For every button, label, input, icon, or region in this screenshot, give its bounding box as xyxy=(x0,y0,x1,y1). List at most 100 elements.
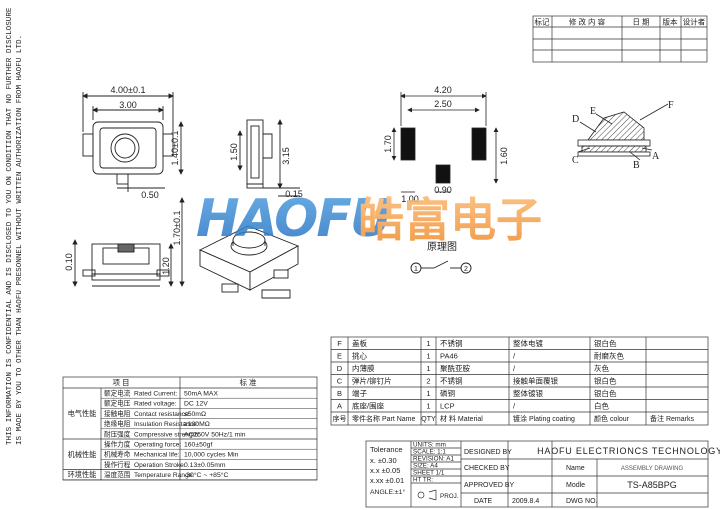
checked-by: CHECKED BY xyxy=(464,465,510,472)
parts-cell-r1-c1: 挑心 xyxy=(352,351,367,361)
parts-cell-r5-c3: LCP xyxy=(440,402,455,411)
dim-width: 4.00±0.1 xyxy=(111,85,146,95)
dim-t: 0.15 xyxy=(285,189,303,199)
callout-d: D xyxy=(572,114,579,125)
parts-cell-r4-c4: 整体镀银 xyxy=(513,388,543,398)
spec-en-0-2: Contact resistance: xyxy=(134,411,191,418)
spec-val-0-1: DC 12V xyxy=(184,401,208,408)
date-label: DATE xyxy=(474,498,492,505)
scale: SCALE: 1:1 xyxy=(413,449,446,456)
spec-cn-1-0: 操作力度 xyxy=(104,440,131,449)
designed-by: DESIGNED BY xyxy=(464,449,512,456)
parts-cell-r0-c2: 1 xyxy=(426,339,430,348)
parts-footer-c0: 序号 xyxy=(333,414,347,423)
spec-val-0-4: AC250V 50Hz/1 min xyxy=(184,431,246,438)
spec-val-0-2: ≤50mΩ xyxy=(184,411,206,418)
schematic-title: 原理图 xyxy=(427,241,457,253)
isometric-view xyxy=(198,225,300,299)
notice-line-2: IS MADE BY YOU TO OTHER THAN HAOFU PRESO… xyxy=(16,35,24,445)
parts-cell-r2-c0: D xyxy=(337,364,343,373)
spec-val-2-0: -30°C ~ +85°C xyxy=(184,471,228,479)
spec-en-1-2: Operation Stroke: xyxy=(134,462,186,469)
front-view-dims: 4.00±0.1 3.00 1.40±0.1 0.50 xyxy=(111,85,180,200)
parts-footer-c5: 颜色 colour xyxy=(594,414,630,423)
size: SIZE: A4 xyxy=(413,463,438,470)
revision-block xyxy=(532,15,708,63)
parts-cell-r5-c4: / xyxy=(513,402,516,411)
pin-2-label: 2 xyxy=(464,266,468,273)
spec-cn-0-1: 额定电压 xyxy=(104,399,131,408)
parts-cell-r2-c1: 内薄膜 xyxy=(352,363,375,373)
sheet: SHEET 1/1 xyxy=(413,470,445,477)
parts-cell-r0-c5: 银白色 xyxy=(594,338,617,348)
date-value: 2009.8.4 xyxy=(512,498,539,505)
spec-cn-1-2: 操作行程 xyxy=(104,460,131,469)
parts-cell-r2-c2: 1 xyxy=(426,364,430,373)
parts-cell-r3-c5: 银白色 xyxy=(594,376,617,386)
side-view-dims: 1.50 3.15 0.15 xyxy=(229,143,303,199)
spec-en-0-1: Rated voltage: xyxy=(134,401,177,408)
parts-cell-r0-c0: F xyxy=(337,339,342,348)
front-view xyxy=(82,92,184,192)
revision: REVISION: A1 xyxy=(413,456,454,463)
dim-total: 4.20 xyxy=(434,85,452,95)
callout-e: E xyxy=(590,106,596,117)
spec-group-0: 电气性能 xyxy=(68,409,97,418)
spec-en-1-0: Operating force: xyxy=(134,442,181,449)
parts-cell-r3-c4: 接触单面覆银 xyxy=(513,376,558,386)
spec-cn-0-4: 耐压强度 xyxy=(104,429,131,438)
parts-footer-c1: 零件名称 Part Name xyxy=(352,414,416,423)
spec-val-0-0: 50mA MAX xyxy=(184,391,218,398)
spec-val-1-2: 0.13±0.05mm xyxy=(184,462,226,469)
parts-footer-c3: 材 料 Material xyxy=(440,414,483,423)
dim-h1: 1.50 xyxy=(229,143,239,161)
dim-inner: 3.00 xyxy=(119,100,137,110)
logo-latin: HAOFU xyxy=(196,189,392,249)
parts-cell-r5-c0: A xyxy=(337,402,342,411)
parts-cell-r3-c2: 2 xyxy=(426,377,430,386)
lower-view-dims: 0.10 1.20 1.70±0.1 xyxy=(64,211,182,275)
logo-chinese: 皓富电子 xyxy=(358,193,542,247)
dim-side: 1.60 xyxy=(499,147,509,165)
rev-col-version: 版本 xyxy=(663,17,678,27)
parts-table-grid xyxy=(330,336,709,426)
parts-cell-r5-c5: 白色 xyxy=(594,401,609,411)
tol-x: x. ±0.30 xyxy=(370,456,397,465)
dim-v3: 1.70±0.1 xyxy=(172,211,182,246)
parts-cell-r0-c3: 不锈钢 xyxy=(440,338,463,348)
parts-cell-r1-c2: 1 xyxy=(426,352,430,361)
notice-line-1: THIS INFORMATION IS CONFIDENTIAL AND IS … xyxy=(6,7,14,445)
tol-xxx: x.xx ±0.01 xyxy=(370,476,404,485)
schematic: 原理图 1 2 xyxy=(410,241,472,274)
dim-v2: 1.20 xyxy=(161,257,171,275)
callout-b: B xyxy=(633,160,640,171)
spec-cn-0-0: 额定电流 xyxy=(104,389,131,398)
name-label: Name xyxy=(566,465,585,472)
parts-cell-r1-c0: E xyxy=(337,352,342,361)
rev-col-mark: 标记 xyxy=(535,17,550,27)
dim-height: 1.40±0.1 xyxy=(170,131,180,166)
parts-cell-r1-c5: 耐磨灰色 xyxy=(594,351,624,361)
revision-headers: 标记 修 改 内 容 日 期 版本 设计者 xyxy=(535,17,706,27)
brand-logo: HAOFU 皓富电子 xyxy=(196,189,542,249)
spec-group-1: 机械性能 xyxy=(68,450,97,459)
ht-tr: HT TR: xyxy=(413,477,433,484)
side-view xyxy=(237,119,300,197)
parts-cell-r1-c4: / xyxy=(513,352,516,361)
parts-footer-c2: QTY xyxy=(421,416,436,423)
tol-label: Tolerance xyxy=(370,445,403,454)
spec-header-standard: 标 准 xyxy=(239,377,257,387)
parts-cell-r0-c1: 盖板 xyxy=(352,338,367,348)
parts-cell-r5-c2: 1 xyxy=(426,402,430,411)
callout-a: A xyxy=(652,151,660,162)
title-block: Tolerance x. ±0.30 x.x ±0.05 x.xx ±0.01 … xyxy=(370,442,720,506)
dim-h2: 3.15 xyxy=(281,147,291,165)
parts-cell-r3-c1: 弹片/铆钉片 xyxy=(352,376,392,386)
approved-by: APPROVED BY xyxy=(464,482,515,489)
spec-val-0-3: ≥100MΩ xyxy=(184,421,210,428)
callout-c: C xyxy=(572,155,579,166)
name-value: ASSEMBLY DRAWING xyxy=(621,466,684,472)
